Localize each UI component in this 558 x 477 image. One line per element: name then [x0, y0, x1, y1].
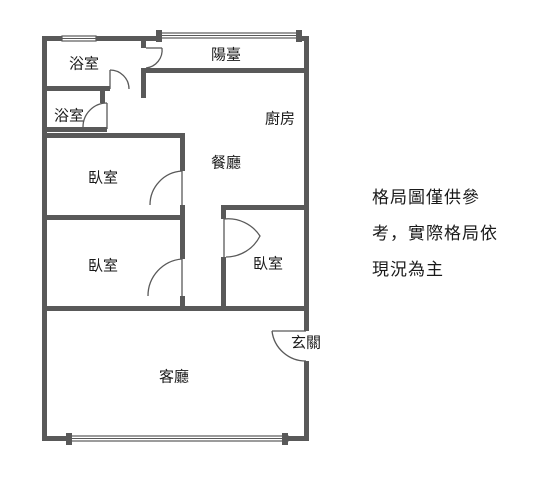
entrance-gap — [303, 331, 310, 361]
label-bath-top: 浴室 — [69, 55, 99, 73]
door-entrance-arc — [271, 330, 307, 362]
window-post-3 — [66, 433, 72, 445]
bath-small-right-wall — [100, 91, 105, 103]
bath-small-bottom-wall — [42, 127, 107, 132]
outer-wall-top-right — [298, 36, 309, 41]
door-bath-small-arc — [82, 102, 108, 128]
bedroom-1-right-wall-lower — [180, 205, 185, 215]
bedroom-3-left-wall-lower — [221, 257, 226, 311]
living-top-wall — [42, 306, 309, 311]
bath-top-right-wall-lower — [141, 68, 146, 98]
bedroom-3-left-wall — [221, 205, 226, 219]
label-living: 客廳 — [159, 368, 189, 386]
label-dining: 餐廳 — [211, 154, 241, 172]
door-bedroom-1-arc — [149, 170, 183, 206]
door-bath-top2-arc — [145, 47, 163, 69]
label-entrance: 玄關 — [291, 334, 321, 352]
disclaimer-note: 格局圖僅供參 考，實際格局依 現況為主 — [372, 180, 552, 288]
label-bedroom-1: 臥室 — [88, 169, 118, 187]
label-bath-small: 浴室 — [54, 107, 84, 125]
bedroom-2-right-wall-lower — [180, 296, 185, 311]
window-post-2 — [296, 30, 302, 42]
bath-top-right-wall-upper — [141, 36, 146, 48]
window-post-4 — [282, 433, 288, 445]
door-bath-top-arc — [109, 69, 130, 90]
label-balcony: 陽臺 — [211, 46, 241, 64]
door-bedroom-2-arc — [147, 258, 183, 297]
door-bedroom-3-arc — [223, 218, 261, 258]
disclaimer-line-3: 現況為主 — [372, 260, 444, 280]
bedroom-1-right-wall — [180, 133, 185, 171]
outer-wall-left — [42, 36, 47, 441]
outer-wall-top-left — [42, 36, 160, 41]
bedroom-2-right-wall — [180, 215, 185, 259]
bedroom-3-top-wall — [224, 205, 309, 210]
label-bedroom-2: 臥室 — [88, 257, 118, 275]
disclaimer-line-2: 考，實際格局依 — [372, 224, 498, 244]
outer-wall-right — [304, 36, 309, 441]
label-kitchen: 廚房 — [265, 110, 295, 128]
bedroom-top-wall — [42, 133, 185, 138]
label-bedroom-3: 臥室 — [253, 255, 283, 273]
disclaimer-line-1: 格局圖僅供參 — [372, 188, 480, 208]
bath-top-bottom-wall — [42, 86, 110, 91]
window-post-1 — [156, 30, 162, 42]
balcony-wall — [146, 68, 309, 73]
bedroom-divider — [42, 215, 185, 220]
